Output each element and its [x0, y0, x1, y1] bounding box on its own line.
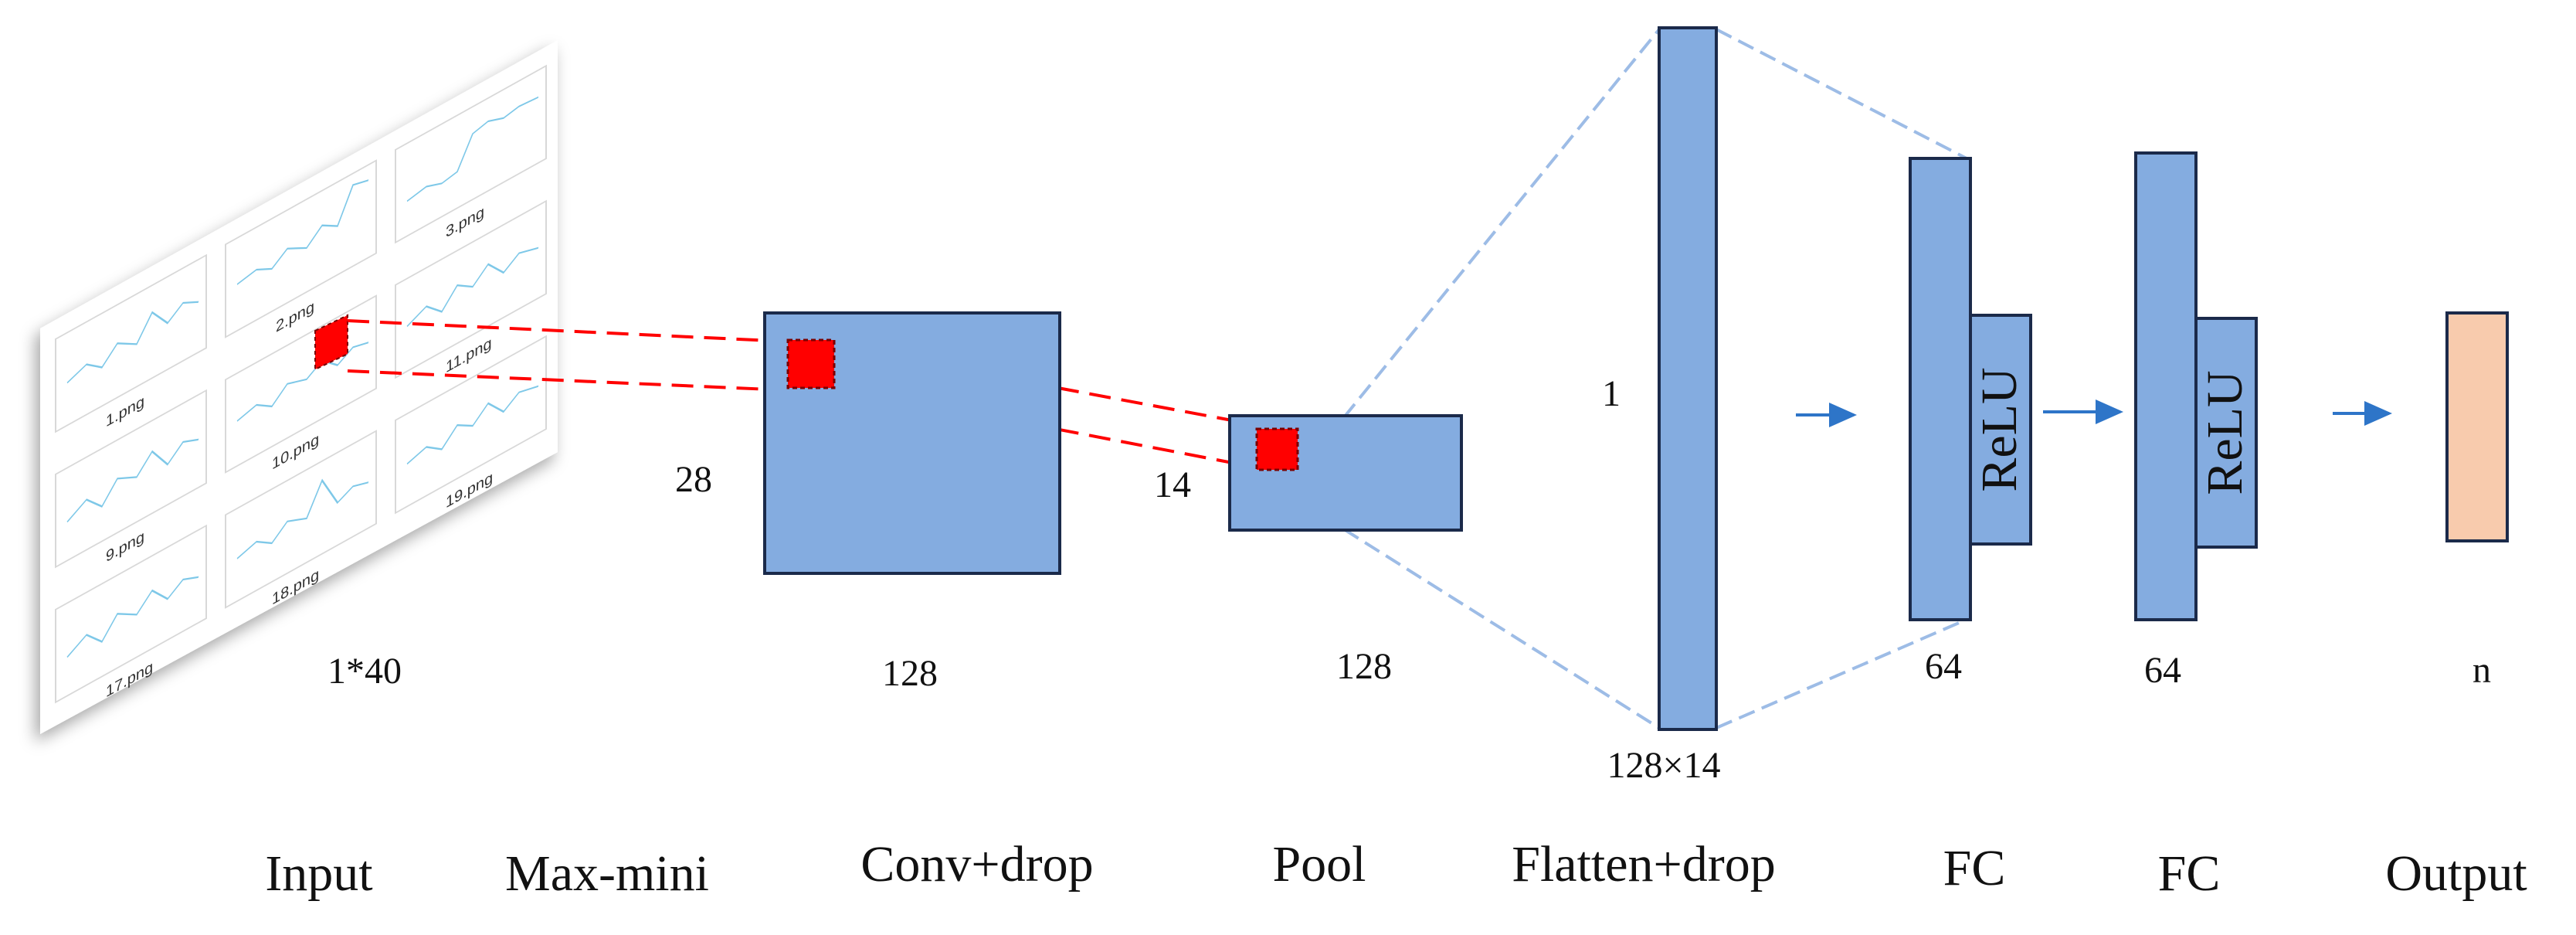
conv-depth-label: 128 [882, 653, 938, 694]
conv-height-label: 28 [675, 459, 712, 500]
fc2-relu-label: ReLU [2197, 370, 2253, 495]
stage-label-conv: Conv+drop [860, 836, 1093, 892]
output-layer-block [2445, 311, 2509, 542]
conv-kernel-patch [786, 338, 836, 389]
stage-label-input: Input [265, 845, 372, 902]
stage-labels: Input Max-mini Conv+drop Pool Flatten+dr… [265, 836, 2527, 902]
stage-label-fc2: FC [2158, 845, 2221, 902]
fc2-layer-block [2134, 151, 2198, 621]
dimension-labels: 1*40 28 128 14 128 1 128×14 64 64 n [328, 373, 2491, 786]
stage-label-output: Output [2385, 845, 2527, 902]
flatten-size-label: 128×14 [1607, 745, 1720, 786]
connector-pool-to-flatten-top [1342, 28, 1661, 419]
stage-label-fc1: FC [1943, 840, 2006, 896]
pool-kernel-patch [1255, 427, 1299, 471]
connector-flatten-to-fc-top [1716, 28, 1970, 162]
fc1-relu-label: ReLU [1971, 367, 2028, 491]
receptive-line-input-to-conv-bottom [347, 369, 789, 392]
pool-height-label: 14 [1154, 464, 1191, 505]
fc2-relu-block [2194, 317, 2258, 549]
flatten-layer-block [1658, 26, 1718, 731]
input-panel: 1.png 9.png 17.png 2.png 10.png [40, 40, 558, 734]
connector-pool-to-flatten-bottom [1342, 528, 1661, 729]
pool-depth-label: 128 [1336, 646, 1392, 687]
stage-label-pool: Pool [1272, 836, 1366, 892]
receptive-line-input-to-conv-top [347, 319, 789, 343]
input-dim-label: 1*40 [328, 651, 402, 692]
connector-flatten-to-fc-bottom [1716, 617, 1970, 729]
input-kernel-patch [314, 314, 348, 371]
fc1-units-label: 64 [1925, 646, 1962, 687]
fc1-relu-block [1969, 314, 2032, 546]
fc2-units-label: 64 [2144, 650, 2181, 691]
flatten-width-label: 1 [1602, 373, 1621, 414]
fc1-layer-block [1909, 157, 1972, 621]
stage-label-maxmini: Max-mini [505, 845, 709, 902]
flatten-connectors [1342, 28, 1970, 729]
stage-label-flatten: Flatten+drop [1512, 836, 1776, 892]
output-units-label: n [2472, 650, 2491, 691]
